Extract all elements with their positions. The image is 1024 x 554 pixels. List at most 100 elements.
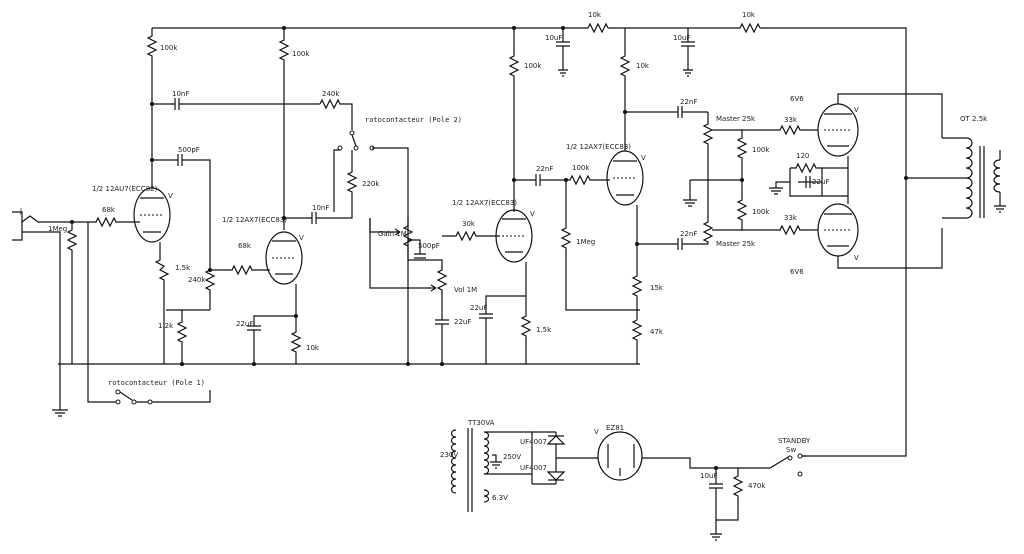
svg-text:10nF: 10nF	[312, 204, 329, 212]
resistor-68k-input: 68k	[72, 206, 140, 228]
pot-master-bottom[interactable]: Master 25k	[702, 180, 756, 248]
svg-text:V: V	[854, 254, 859, 262]
svg-text:1.5k: 1.5k	[175, 264, 191, 272]
capacitor-22nf-pi: 22nF	[514, 165, 566, 186]
capacitor-22uf-v3: 22uF	[470, 295, 526, 364]
tube-6v6-bottom: 6V6 V	[790, 203, 859, 276]
tube-6v6-top: 6V6 V	[790, 95, 859, 157]
resistor-100k-bias-bottom: 100k	[736, 180, 770, 230]
pt-top-plate-wire	[837, 93, 943, 138]
power-transformer: TT30VA 230V 250V 6.3V	[440, 419, 533, 512]
svg-text:22uF: 22uF	[812, 178, 829, 186]
standby-switch[interactable]: STANDBY Sw	[738, 437, 811, 477]
capacitor-22uf-v2: 22uF	[236, 315, 296, 364]
tube-ez81-rectifier: EZ81 V	[594, 424, 643, 481]
svg-text:22uF: 22uF	[236, 320, 253, 328]
diode-uf4007-2: UF4007	[520, 464, 566, 485]
svg-text:V: V	[530, 210, 535, 218]
svg-text:Master 25k: Master 25k	[716, 240, 756, 248]
svg-text:V: V	[299, 234, 304, 242]
cathode-wire	[821, 168, 848, 197]
resistor-100k-v1: 100k	[146, 28, 178, 160]
svg-text:500pF: 500pF	[418, 242, 440, 250]
resistor-240k: 240k	[319, 90, 353, 130]
svg-text:30k: 30k	[462, 220, 476, 228]
svg-text:Sw: Sw	[786, 446, 796, 454]
svg-text:6.3V: 6.3V	[492, 494, 508, 502]
svg-text:68k: 68k	[102, 206, 116, 214]
diode-uf4007-1: UF4007	[520, 431, 566, 446]
svg-text:10uF: 10uF	[700, 472, 717, 480]
svg-text:100k: 100k	[292, 50, 310, 58]
resistor-100k-pi: 100k	[566, 164, 610, 186]
capacitor-22uf-vol: 22uF	[435, 318, 471, 364]
svg-text:1/2 12AX7(ECC83): 1/2 12AX7(ECC83)	[222, 216, 287, 224]
pt-bottom-plate-wire	[837, 228, 943, 269]
resistor-100k-v2: 100k	[278, 28, 310, 230]
svg-text:V: V	[641, 154, 646, 162]
b-plus-rail	[152, 27, 907, 457]
selector-switch-pole2[interactable]	[333, 130, 409, 364]
svg-text:OT 2.5k: OT 2.5k	[960, 115, 988, 123]
resistor-1-5k-v1: 1.5k	[154, 242, 191, 364]
svg-text:100k: 100k	[572, 164, 590, 172]
master-ground	[683, 179, 742, 207]
resistor-100k-bias-top: 100k	[736, 130, 770, 180]
svg-text:Master 25k: Master 25k	[716, 115, 756, 123]
svg-text:100k: 100k	[752, 208, 770, 216]
svg-text:47k: 47k	[650, 328, 664, 336]
svg-text:33k: 33k	[784, 116, 798, 124]
svg-text:240k: 240k	[188, 276, 206, 284]
svg-text:22uF: 22uF	[470, 304, 487, 312]
resistor-120-cathode: 120	[790, 152, 848, 174]
pot-volume-1m[interactable]: Vol 1M	[369, 218, 477, 320]
selector-switch-pole1[interactable]	[115, 389, 153, 405]
capacitor-22nf-bottom: 22nF	[637, 230, 708, 250]
svg-text:10nF: 10nF	[172, 90, 189, 98]
svg-text:68k: 68k	[238, 242, 252, 250]
svg-text:1.2k: 1.2k	[158, 322, 174, 330]
svg-text:100k: 100k	[752, 146, 770, 154]
selector-pole1-label: rotocontacteur (Pole 1)	[108, 379, 205, 387]
svg-text:470k: 470k	[748, 482, 766, 490]
tube-v2-12ax7: 1/2 12AX7(ECC83) V	[222, 216, 304, 285]
resistor-10k-v4: 10k	[619, 28, 650, 151]
svg-text:250V: 250V	[503, 453, 521, 461]
svg-text:Vol 1M: Vol 1M	[454, 286, 477, 294]
svg-text:100k: 100k	[524, 62, 542, 70]
resistor-10k-top1: 10k	[587, 11, 609, 34]
svg-text:1/2 12AU7(ECC82): 1/2 12AU7(ECC82)	[92, 185, 158, 193]
svg-text:Gain 1M: Gain 1M	[378, 230, 407, 238]
svg-text:1/2 12AX7(ECC83): 1/2 12AX7(ECC83)	[452, 199, 517, 207]
svg-text:1.5k: 1.5k	[536, 326, 552, 334]
pot-master-top[interactable]: Master 25k	[702, 112, 756, 180]
resistor-10k-v2: 10k	[290, 284, 320, 364]
svg-text:6V6: 6V6	[790, 268, 804, 276]
svg-text:100k: 100k	[160, 44, 178, 52]
resistor-240k-b: 240k	[188, 269, 216, 310]
input-jack[interactable]: J	[12, 207, 72, 417]
svg-text:22nF: 22nF	[680, 230, 697, 238]
capacitor-500pf-gain: 500pF	[408, 239, 440, 259]
capacitor-10nf-feedback: 10nF	[152, 90, 320, 110]
junction-dots	[70, 26, 908, 470]
rectifier-feed	[555, 444, 598, 472]
svg-text:22nF: 22nF	[536, 165, 553, 173]
resistor-33k-top: 33k	[718, 116, 818, 136]
svg-text:500pF: 500pF	[178, 146, 200, 154]
svg-text:10k: 10k	[588, 11, 602, 19]
resistor-220k: 220k	[334, 150, 380, 219]
capacitor-10uf-1: 10uF	[545, 28, 570, 77]
svg-text:22uF: 22uF	[454, 318, 471, 326]
resistor-1meg-pi: 1Meg	[560, 180, 640, 311]
pot-gain-1m[interactable]: Gain 1M	[369, 218, 414, 260]
tube-v4-12ax7: 1/2 12AX7(ECC83) V	[566, 143, 646, 206]
svg-text:1Meg: 1Meg	[576, 238, 595, 246]
svg-text:STANDBY: STANDBY	[778, 437, 811, 445]
svg-text:EZ81: EZ81	[606, 424, 624, 432]
resistor-10k-top2: 10k	[739, 11, 761, 34]
resistor-100k-v3: 100k	[508, 28, 542, 212]
svg-text:V: V	[168, 192, 173, 200]
